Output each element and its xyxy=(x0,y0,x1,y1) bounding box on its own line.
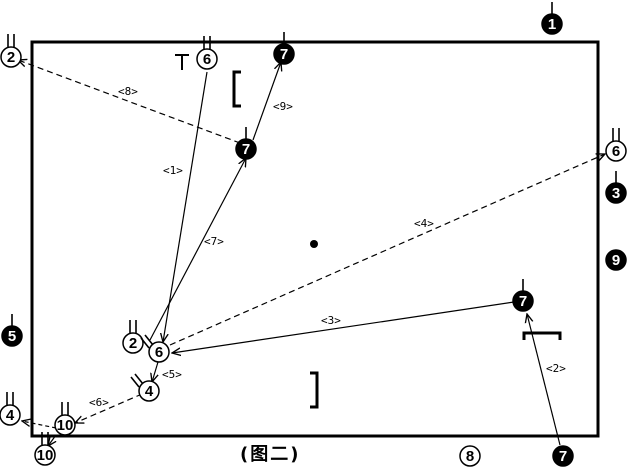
player-circle xyxy=(605,249,627,271)
player-circle xyxy=(196,48,218,70)
player-circle xyxy=(138,380,160,402)
player-p6-top: 6 xyxy=(196,36,218,70)
player-p5-left: 5 xyxy=(1,314,23,347)
player-circle xyxy=(273,43,295,65)
player-p10-bottom: 10 xyxy=(54,402,76,436)
player-circle xyxy=(148,341,170,363)
bracket-right xyxy=(522,331,562,340)
path-6b xyxy=(22,421,57,429)
path-1 xyxy=(163,71,208,342)
player-p7-mid: 7 xyxy=(235,127,257,160)
bracket-bottom xyxy=(310,371,319,409)
player-circle xyxy=(541,13,563,35)
t-marker xyxy=(175,54,189,70)
player-circle xyxy=(605,182,627,204)
path-label-1: <1> xyxy=(163,164,183,177)
movement-paths xyxy=(18,60,605,446)
path-3 xyxy=(172,301,515,353)
player-p1-top: 1 xyxy=(541,2,563,35)
player-number: 6 xyxy=(155,344,163,361)
player-circle xyxy=(459,445,481,467)
player-p7-bottom: 7 xyxy=(552,445,574,467)
player-number: 3 xyxy=(612,185,620,202)
player-number: 4 xyxy=(145,383,154,400)
player-circle xyxy=(235,138,257,160)
path-5 xyxy=(152,361,158,382)
player-p10-corner: 10 xyxy=(34,432,56,466)
player-p4-left: 4 xyxy=(0,392,21,426)
path-7 xyxy=(149,158,246,341)
player-number: 6 xyxy=(203,51,211,68)
path-label-7: <7> xyxy=(204,235,224,248)
player-p2-center: 2 xyxy=(122,320,144,354)
player-p6-right: 6 xyxy=(605,128,627,162)
player-p8-bottom: 8 xyxy=(459,445,481,467)
player-circle xyxy=(122,332,144,354)
player-p9-right: 9 xyxy=(605,249,627,271)
figure-caption: (图二) xyxy=(240,444,301,465)
player-number: 7 xyxy=(559,448,567,465)
player-number: 7 xyxy=(280,46,288,63)
player-circle xyxy=(0,46,22,68)
bracket-top-left xyxy=(232,70,241,108)
player-number: 9 xyxy=(612,252,620,269)
path-label-4: <4> xyxy=(414,217,434,230)
player-p7-rightmid: 7 xyxy=(512,279,534,312)
player-circle xyxy=(552,445,574,467)
player-number: 5 xyxy=(8,328,16,345)
path-label-9: <9> xyxy=(273,100,293,113)
player-number: 7 xyxy=(242,141,250,158)
center-dot xyxy=(310,240,318,248)
player-circle xyxy=(1,325,23,347)
path-6c xyxy=(48,434,56,446)
player-number: 10 xyxy=(57,417,74,434)
path-label-5: <5> xyxy=(162,368,182,381)
path-2 xyxy=(527,314,561,446)
player-circle xyxy=(512,290,534,312)
player-number: 4 xyxy=(6,407,15,424)
player-p4-center: 4 xyxy=(130,373,160,402)
player-circle xyxy=(605,140,627,162)
player-number: 8 xyxy=(466,448,474,465)
path-6 xyxy=(75,393,143,423)
player-p7-top: 7 xyxy=(273,32,295,65)
player-circle xyxy=(54,414,76,436)
player-circle xyxy=(34,444,56,466)
player-number: 7 xyxy=(519,293,527,310)
player-tick xyxy=(130,376,140,388)
player-tick xyxy=(140,337,150,349)
player-p6-center: 6 xyxy=(140,334,170,363)
player-tick xyxy=(144,334,154,346)
player-circle xyxy=(0,404,21,426)
player-number: 6 xyxy=(612,143,620,160)
player-p3-right: 3 xyxy=(605,171,627,204)
path-9 xyxy=(252,62,281,141)
path-label-8: <8> xyxy=(118,85,138,98)
player-number: 2 xyxy=(129,335,137,352)
bracket-markers xyxy=(175,54,562,409)
player-number: 2 xyxy=(7,49,15,66)
player-number: 10 xyxy=(37,447,54,464)
path-4 xyxy=(169,154,605,346)
player-tick xyxy=(134,373,144,385)
court-boundary xyxy=(30,40,600,438)
player-p2-left: 2 xyxy=(0,34,22,68)
path-label-3: <3> xyxy=(321,314,341,327)
path-labels: <1> <2> <3> <4> <5> <6> <7> <8> <9> xyxy=(89,85,566,409)
path-label-6: <6> xyxy=(89,396,109,409)
player-number: 1 xyxy=(548,16,556,33)
path-label-2: <2> xyxy=(546,362,566,375)
